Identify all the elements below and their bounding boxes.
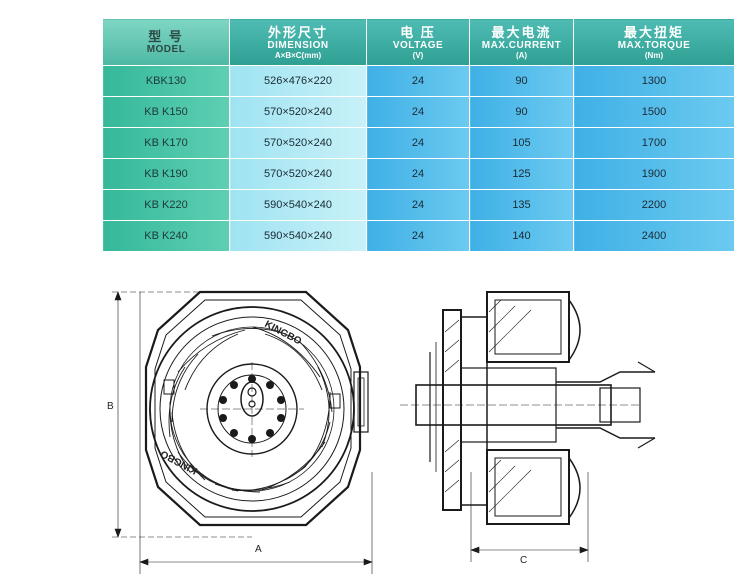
header-model-en: MODEL — [146, 44, 186, 55]
cell-torque: 1900 — [573, 158, 735, 190]
cell-dimension: 590×540×240 — [229, 189, 367, 221]
table-row: KB K220 590×540×240 24 135 2200 — [102, 189, 735, 221]
cell-voltage: 24 — [366, 220, 470, 252]
cell-model: KB K190 — [102, 158, 230, 190]
header-dimension-cn: 外形尺寸 — [267, 24, 328, 40]
header-current-cn: 最大电流 — [491, 24, 552, 40]
header-torque-en: MAX.TORQUE — [617, 39, 691, 51]
header-dimension: 外形尺寸 DIMENSION A×B×C(mm) — [229, 18, 367, 66]
cell-current: 140 — [469, 220, 574, 252]
dimension-lines-front — [112, 291, 373, 574]
cell-voltage: 24 — [366, 96, 470, 128]
cell-current: 90 — [469, 96, 574, 128]
cell-dimension: 570×520×240 — [229, 127, 367, 159]
cell-torque: 1300 — [573, 65, 735, 97]
cell-model: KB K170 — [102, 127, 230, 159]
header-torque: 最大扭矩 MAX.TORQUE (Nm) — [573, 18, 735, 66]
cell-voltage: 24 — [366, 65, 470, 97]
cell-torque: 2400 — [573, 220, 735, 252]
header-torque-cn: 最大扭矩 — [623, 24, 684, 40]
table-row: KB K240 590×540×240 24 140 2400 — [102, 220, 735, 252]
table-header: 型 号 MODEL 外形尺寸 DIMENSION A×B×C(mm) 电 压 V… — [102, 18, 735, 66]
table-row: KBK130 526×476×220 24 90 1300 — [102, 65, 735, 97]
cell-model: KB K150 — [102, 96, 230, 128]
cell-dimension: 590×540×240 — [229, 220, 367, 252]
table-row: KB K190 570×520×240 24 125 1900 — [102, 158, 735, 190]
dimension-c-label: C — [520, 555, 527, 566]
cell-current: 90 — [469, 65, 574, 97]
cell-voltage: 24 — [366, 158, 470, 190]
header-model: 型 号 MODEL — [102, 18, 230, 66]
dimension-a-label: A — [255, 544, 262, 555]
retarder-side-section — [400, 291, 656, 525]
header-voltage-en: VOLTAGE — [392, 39, 444, 51]
technical-drawing: KINGBO KINGBO B A C — [107, 290, 656, 574]
header-current-en: MAX.CURRENT — [481, 39, 562, 51]
dimension-lines-side — [470, 472, 589, 562]
cell-dimension: 526×476×220 — [229, 65, 367, 97]
header-voltage: 电 压 VOLTAGE (V) — [366, 18, 470, 66]
header-dimension-en: DIMENSION — [267, 39, 329, 51]
cell-model: KBK130 — [102, 65, 230, 97]
table-row: KB K170 570×520×240 24 105 1700 — [102, 127, 735, 159]
cell-voltage: 24 — [366, 127, 470, 159]
cell-torque: 1700 — [573, 127, 735, 159]
brand-label-top: KINGBO — [263, 319, 304, 348]
cell-current: 105 — [469, 127, 574, 159]
cell-torque: 2200 — [573, 189, 735, 221]
cell-torque: 1500 — [573, 96, 735, 128]
header-current: 最大电流 MAX.CURRENT (A) — [469, 18, 574, 66]
cell-model: KB K240 — [102, 220, 230, 252]
header-current-unit: (A) — [515, 50, 528, 60]
cell-voltage: 24 — [366, 189, 470, 221]
header-voltage-cn: 电 压 — [400, 24, 436, 40]
cell-dimension: 570×520×240 — [229, 158, 367, 190]
cell-dimension: 570×520×240 — [229, 96, 367, 128]
cell-model: KB K220 — [102, 189, 230, 221]
cell-current: 125 — [469, 158, 574, 190]
header-torque-unit: (Nm) — [644, 50, 664, 60]
table-row: KB K150 570×520×240 24 90 1500 — [102, 96, 735, 128]
header-dimension-unit: A×B×C(mm) — [274, 50, 322, 60]
dimension-b-label: B — [107, 401, 114, 412]
retarder-front-view — [144, 290, 369, 527]
table-body: KBK130 526×476×220 24 90 1300 KB K150 57… — [102, 65, 735, 252]
header-voltage-unit: (V) — [412, 50, 424, 60]
header-model-cn: 型 号 — [148, 29, 184, 44]
cell-current: 135 — [469, 189, 574, 221]
spec-table: 型 号 MODEL 外形尺寸 DIMENSION A×B×C(mm) 电 压 V… — [102, 18, 735, 252]
